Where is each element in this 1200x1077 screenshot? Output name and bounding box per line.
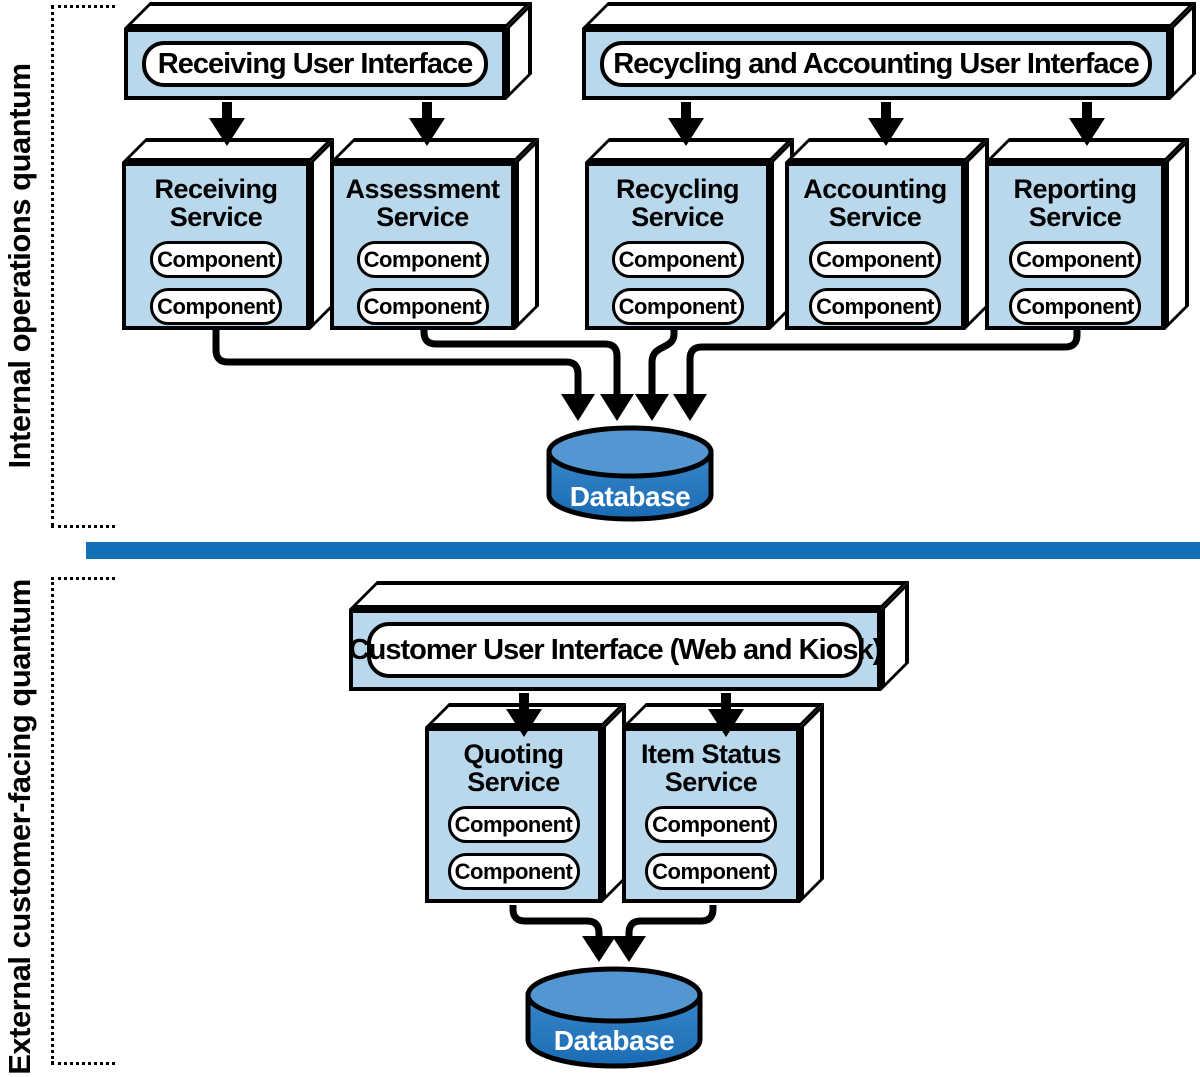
internal-database-label: Database	[569, 481, 691, 512]
service-title: Quoting Service	[463, 739, 564, 797]
service-to-database-connectors	[212, 328, 1081, 397]
box-front-face: Item Status Service Component Component	[622, 727, 800, 903]
box-front-face: Customer User Interface (Web and Kiosk)	[349, 609, 882, 691]
box-top-face	[425, 703, 626, 727]
accounting-service-box: Accounting Service Component Component	[785, 138, 989, 330]
ui-label-pill: Recycling and Accounting User Interface	[600, 41, 1152, 87]
service-title: Item Status Service	[640, 739, 782, 797]
external-quantum-bracket-top	[51, 577, 115, 580]
customer-ui-box: Customer User Interface (Web and Kiosk)	[349, 581, 909, 691]
box-top-face	[349, 581, 909, 609]
component-pill: Component	[611, 288, 744, 325]
box-right-face	[515, 138, 539, 330]
bottom-service-to-database-connectors	[509, 905, 717, 939]
component-pill: Component	[356, 288, 489, 325]
internal-quantum-label: Internal operations quantum	[2, 63, 37, 469]
reporting-service-box: Reporting Service Component Component	[985, 138, 1189, 330]
service-title: Recycling Service	[615, 174, 740, 232]
box-top-face	[122, 138, 334, 162]
service-title: Receiving Service	[154, 174, 278, 232]
reporting-db-connector	[686, 328, 1081, 397]
external-quantum-bracket-bottom	[51, 1062, 115, 1065]
box-front-face: Accounting Service Component Component	[785, 162, 965, 330]
assessment-db-connector	[420, 328, 621, 397]
service-title: Reporting Service	[1013, 174, 1138, 232]
recycling-accounting-ui-label: Recycling and Accounting User Interface	[613, 47, 1140, 80]
component-pill: Component	[447, 853, 580, 890]
ui-label-pill: Receiving User Interface	[142, 41, 488, 87]
service-title: Assessment Service	[345, 174, 500, 232]
recycling-accounting-ui-box: Recycling and Accounting User Interface	[582, 2, 1196, 100]
box-top-face	[582, 2, 1196, 28]
external-quantum-bracket-vertical	[51, 577, 54, 1064]
component-pill: Component	[150, 288, 282, 325]
component-pill: Component	[645, 806, 777, 843]
box-top-face	[124, 2, 532, 28]
quantum-divider-bar	[86, 542, 1200, 559]
customer-ui-label: Customer User Interface (Web and Kiosk)	[348, 633, 883, 666]
component-pill: Component	[611, 241, 744, 278]
db-arrowheads-bottom	[582, 936, 646, 962]
box-right-face	[1165, 138, 1189, 330]
box-front-face: Receiving User Interface	[124, 28, 506, 100]
internal-quantum-bracket-top	[51, 5, 115, 8]
component-pill: Component	[1009, 288, 1141, 325]
component-pill: Component	[809, 241, 941, 278]
component-pill: Component	[809, 288, 941, 325]
quoting-service-box: Quoting Service Component Component	[425, 703, 626, 903]
db-arrowheads-top	[561, 394, 707, 421]
box-front-face: Recycling and Accounting User Interface	[582, 28, 1170, 100]
quoting-db-connector	[509, 905, 603, 939]
ui-label-pill: Customer User Interface (Web and Kiosk)	[349, 622, 882, 678]
box-top-face	[622, 703, 824, 727]
internal-quantum-bracket-vertical	[51, 5, 54, 527]
external-database-label: Database	[553, 1025, 675, 1056]
receiving-db-connector	[212, 328, 582, 397]
component-pill: Component	[645, 853, 777, 890]
assessment-service-box: Assessment Service Component Component	[330, 138, 539, 330]
item-status-service-box: Item Status Service Component Component	[622, 703, 824, 903]
box-front-face: Assessment Service Component Component	[330, 162, 515, 330]
component-pill: Component	[356, 241, 489, 278]
recycling-db-connector	[648, 328, 678, 397]
component-pill: Component	[150, 241, 282, 278]
component-pill: Component	[1009, 241, 1141, 278]
box-top-face	[785, 138, 989, 162]
box-front-face: Recycling Service Component Component	[585, 162, 770, 330]
box-top-face	[985, 138, 1189, 162]
component-pill: Component	[447, 806, 580, 843]
box-front-face: Reporting Service Component Component	[985, 162, 1165, 330]
box-top-face	[585, 138, 794, 162]
box-front-face: Receiving Service Component Component	[122, 162, 310, 330]
box-top-face	[330, 138, 539, 162]
box-front-face: Quoting Service Component Component	[425, 727, 602, 903]
recycling-service-box: Recycling Service Component Component	[585, 138, 794, 330]
item-status-db-connector	[625, 905, 717, 939]
receiving-ui-label: Receiving User Interface	[157, 47, 473, 80]
internal-quantum-bracket-bottom	[51, 525, 115, 528]
service-title: Accounting Service	[803, 174, 947, 232]
box-right-face	[800, 703, 824, 903]
receiving-service-box: Receiving Service Component Component	[122, 138, 334, 330]
external-quantum-label: External customer-facing quantum	[2, 579, 37, 1075]
receiving-ui-box: Receiving User Interface	[124, 2, 532, 100]
